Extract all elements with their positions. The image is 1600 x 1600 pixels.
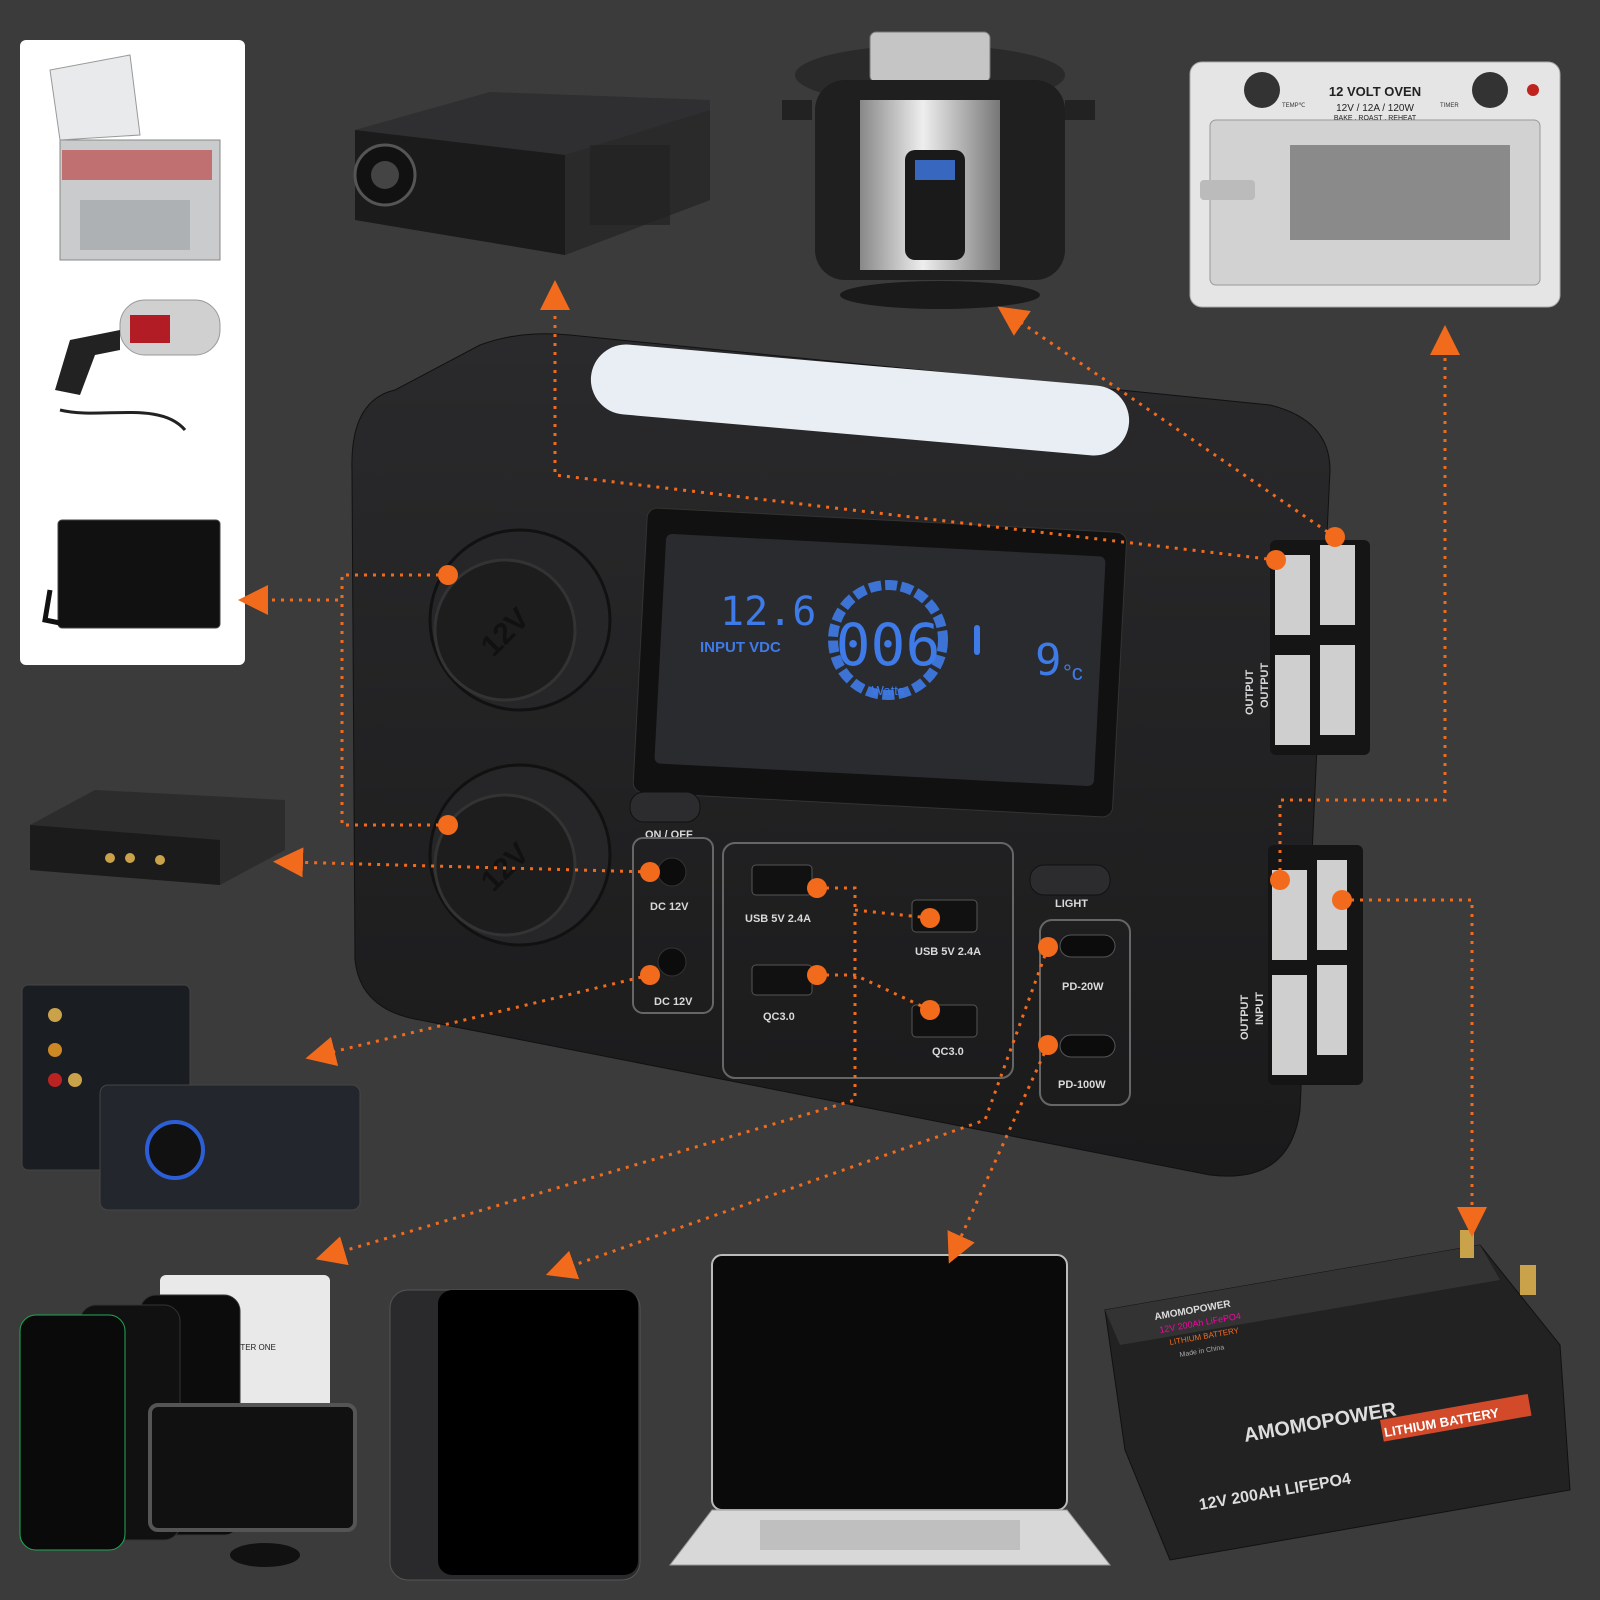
oven-title: 12 VOLT OVEN xyxy=(1329,84,1421,99)
lcd-voltage: 12.6 xyxy=(720,589,816,635)
oven-temp-label: TEMP℃ xyxy=(1282,103,1306,109)
lcd-watts-label: Watts xyxy=(872,683,905,698)
dc-2-label: DC 12V xyxy=(654,996,693,1008)
connection-lines xyxy=(238,280,1487,1280)
side-output-2-label: OUTPUT xyxy=(1259,663,1271,709)
lcd-temperature-unit: °c xyxy=(1063,660,1083,685)
12v-socket-2[interactable]: 12V xyxy=(428,763,612,947)
dc-1-label: DC 12V xyxy=(650,901,689,913)
qc-2-label: QC3.0 xyxy=(932,1046,964,1058)
thermometer-icon xyxy=(974,625,980,655)
qc-1-label: QC3.0 xyxy=(763,1011,795,1023)
oven-timer-label: TIMER xyxy=(1440,103,1459,109)
usb-1-label: USB 5V 2.4A xyxy=(745,913,811,925)
light-button[interactable] xyxy=(1029,864,1111,896)
usb-2-label: USB 5V 2.4A xyxy=(915,946,981,958)
car-monitor xyxy=(42,519,221,629)
pressure-cooker xyxy=(782,31,1095,309)
usb-c-port-2[interactable] xyxy=(1059,1034,1116,1058)
on-off-button[interactable] xyxy=(629,791,701,823)
ereader-chapter: PTER ONE xyxy=(235,1343,276,1352)
lcd-temperature: 9 xyxy=(1035,635,1062,686)
side-output-1-label: OUTPUT xyxy=(1244,670,1256,716)
side-input-label: INPUT xyxy=(1254,992,1266,1025)
light-bar xyxy=(590,344,1130,456)
pd-1-label: PD-20W xyxy=(1062,981,1104,993)
handheld-vacuum xyxy=(55,299,221,432)
usb-c-port-1[interactable] xyxy=(1059,934,1116,958)
connection-dots xyxy=(438,527,1352,1055)
headphone-amp xyxy=(21,984,361,1211)
laptop xyxy=(668,1254,1112,1566)
qc-port-1[interactable] xyxy=(751,964,813,996)
lcd-voltage-label: INPUT VDC xyxy=(700,639,781,656)
oven-spec: 12V / 12A / 120W xyxy=(1336,103,1414,114)
dc-port-1[interactable] xyxy=(657,857,687,887)
usb-port-1[interactable] xyxy=(751,864,813,896)
12v-socket-1[interactable]: 12V xyxy=(428,528,612,712)
power-station: 12.6 INPUT VDC 006 Watts 9 °c 12V 12V ON… xyxy=(351,333,1370,1177)
oven-modes: BAKE . ROAST . REHEAT xyxy=(1334,115,1417,122)
dc-port-2[interactable] xyxy=(657,947,687,977)
projector xyxy=(353,92,710,255)
side-output-3-label: OUTPUT xyxy=(1239,995,1251,1041)
car-fridge xyxy=(49,54,221,261)
phones-ereader-group: PTER ONE xyxy=(19,1275,357,1567)
12v-oven: 12 VOLT OVEN 12V / 12A / 120W BAKE . ROA… xyxy=(1189,61,1561,308)
lcd-watts: 006 xyxy=(836,611,941,679)
anderson-outputs-top[interactable] xyxy=(1270,540,1370,755)
light-label: LIGHT xyxy=(1055,898,1088,910)
audio-decoder xyxy=(30,790,285,885)
lithium-battery: AMOMOPOWER 12V 200AH LIFEPO4 LITHIUM BAT… xyxy=(1104,1230,1571,1561)
tablet xyxy=(389,1289,641,1581)
on-off-label: ON / OFF xyxy=(645,829,693,841)
pd-2-label: PD-100W xyxy=(1058,1079,1106,1091)
